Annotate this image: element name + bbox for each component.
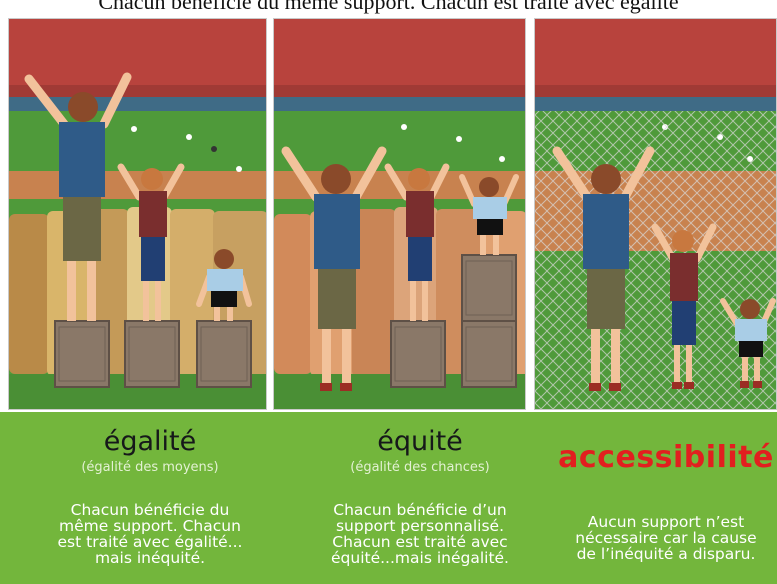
caption-band: égalité (égalité des moyens) Chacun béné… (0, 412, 777, 584)
tall-person (552, 146, 655, 391)
crate (390, 320, 446, 388)
tall-person (281, 146, 387, 391)
description-line: nécessaire car la cause (575, 529, 757, 547)
outfield-wall (535, 97, 776, 111)
small-person (459, 174, 519, 255)
caption-accessibilite: accessibilité Aucun support n’est nécess… (555, 412, 777, 584)
description-line: mais inéquité. (94, 549, 206, 567)
crate (461, 320, 517, 388)
equite-scene (274, 19, 525, 409)
crate (54, 320, 110, 388)
panel-equite-illustration (273, 18, 526, 410)
small-person (720, 298, 776, 388)
egalite-scene (9, 19, 266, 409)
medium-person (384, 163, 450, 321)
description-line: de l’inéquité a disparu. (576, 545, 756, 563)
crate (461, 254, 517, 322)
description-line: est traité avec égalité... (57, 533, 243, 551)
caption-equite: équité (égalité des chances) Chacun béné… (300, 412, 540, 584)
subtitle-equite: (égalité des chances) (350, 460, 490, 475)
outfield-wall (274, 97, 525, 111)
panel-accessibilite-illustration (534, 18, 777, 410)
description-egalite: Chacun bénéficie du même support. Chacun… (30, 502, 270, 566)
description-line: Aucun support n’est (587, 513, 745, 531)
description-line: même support. Chacun (59, 517, 241, 535)
outfield-grass (274, 111, 525, 171)
panel-egalite-illustration (8, 18, 267, 410)
medium-person (651, 223, 717, 389)
cropped-header-text: Chacun bénéficie du même support. Chacun… (0, 0, 777, 18)
accessibilite-scene (535, 19, 776, 409)
caption-egalite: égalité (égalité des moyens) Chacun béné… (30, 412, 270, 584)
medium-person (117, 163, 185, 321)
description-line: équité...mais inégalité. (331, 549, 509, 567)
outfield-grass (9, 111, 266, 171)
description-line: Chacun est traité avec (332, 533, 508, 551)
title-accessibilite: accessibilité (558, 440, 774, 475)
small-person (196, 249, 252, 321)
description-line: support personnalisé. (335, 517, 505, 535)
description-line: Chacun bénéficie d’un (333, 501, 507, 519)
description-equite: Chacun bénéficie d’un support personnali… (300, 502, 540, 566)
stadium-crowd (274, 19, 525, 97)
subtitle-egalite: (égalité des moyens) (81, 460, 219, 475)
crate (196, 320, 252, 388)
header-text: Chacun bénéficie du même support. Chacun… (98, 0, 679, 14)
description-accessibilite: Aucun support n’est nécessaire car la ca… (555, 514, 777, 562)
chain-link-fence (535, 111, 776, 409)
stadium-crowd (9, 19, 266, 97)
title-egalite: égalité (103, 426, 197, 457)
tall-person (24, 72, 132, 321)
title-equite: équité (377, 426, 463, 457)
crate (124, 320, 180, 388)
description-line: Chacun bénéficie du (70, 501, 230, 519)
stadium-crowd (535, 19, 776, 97)
